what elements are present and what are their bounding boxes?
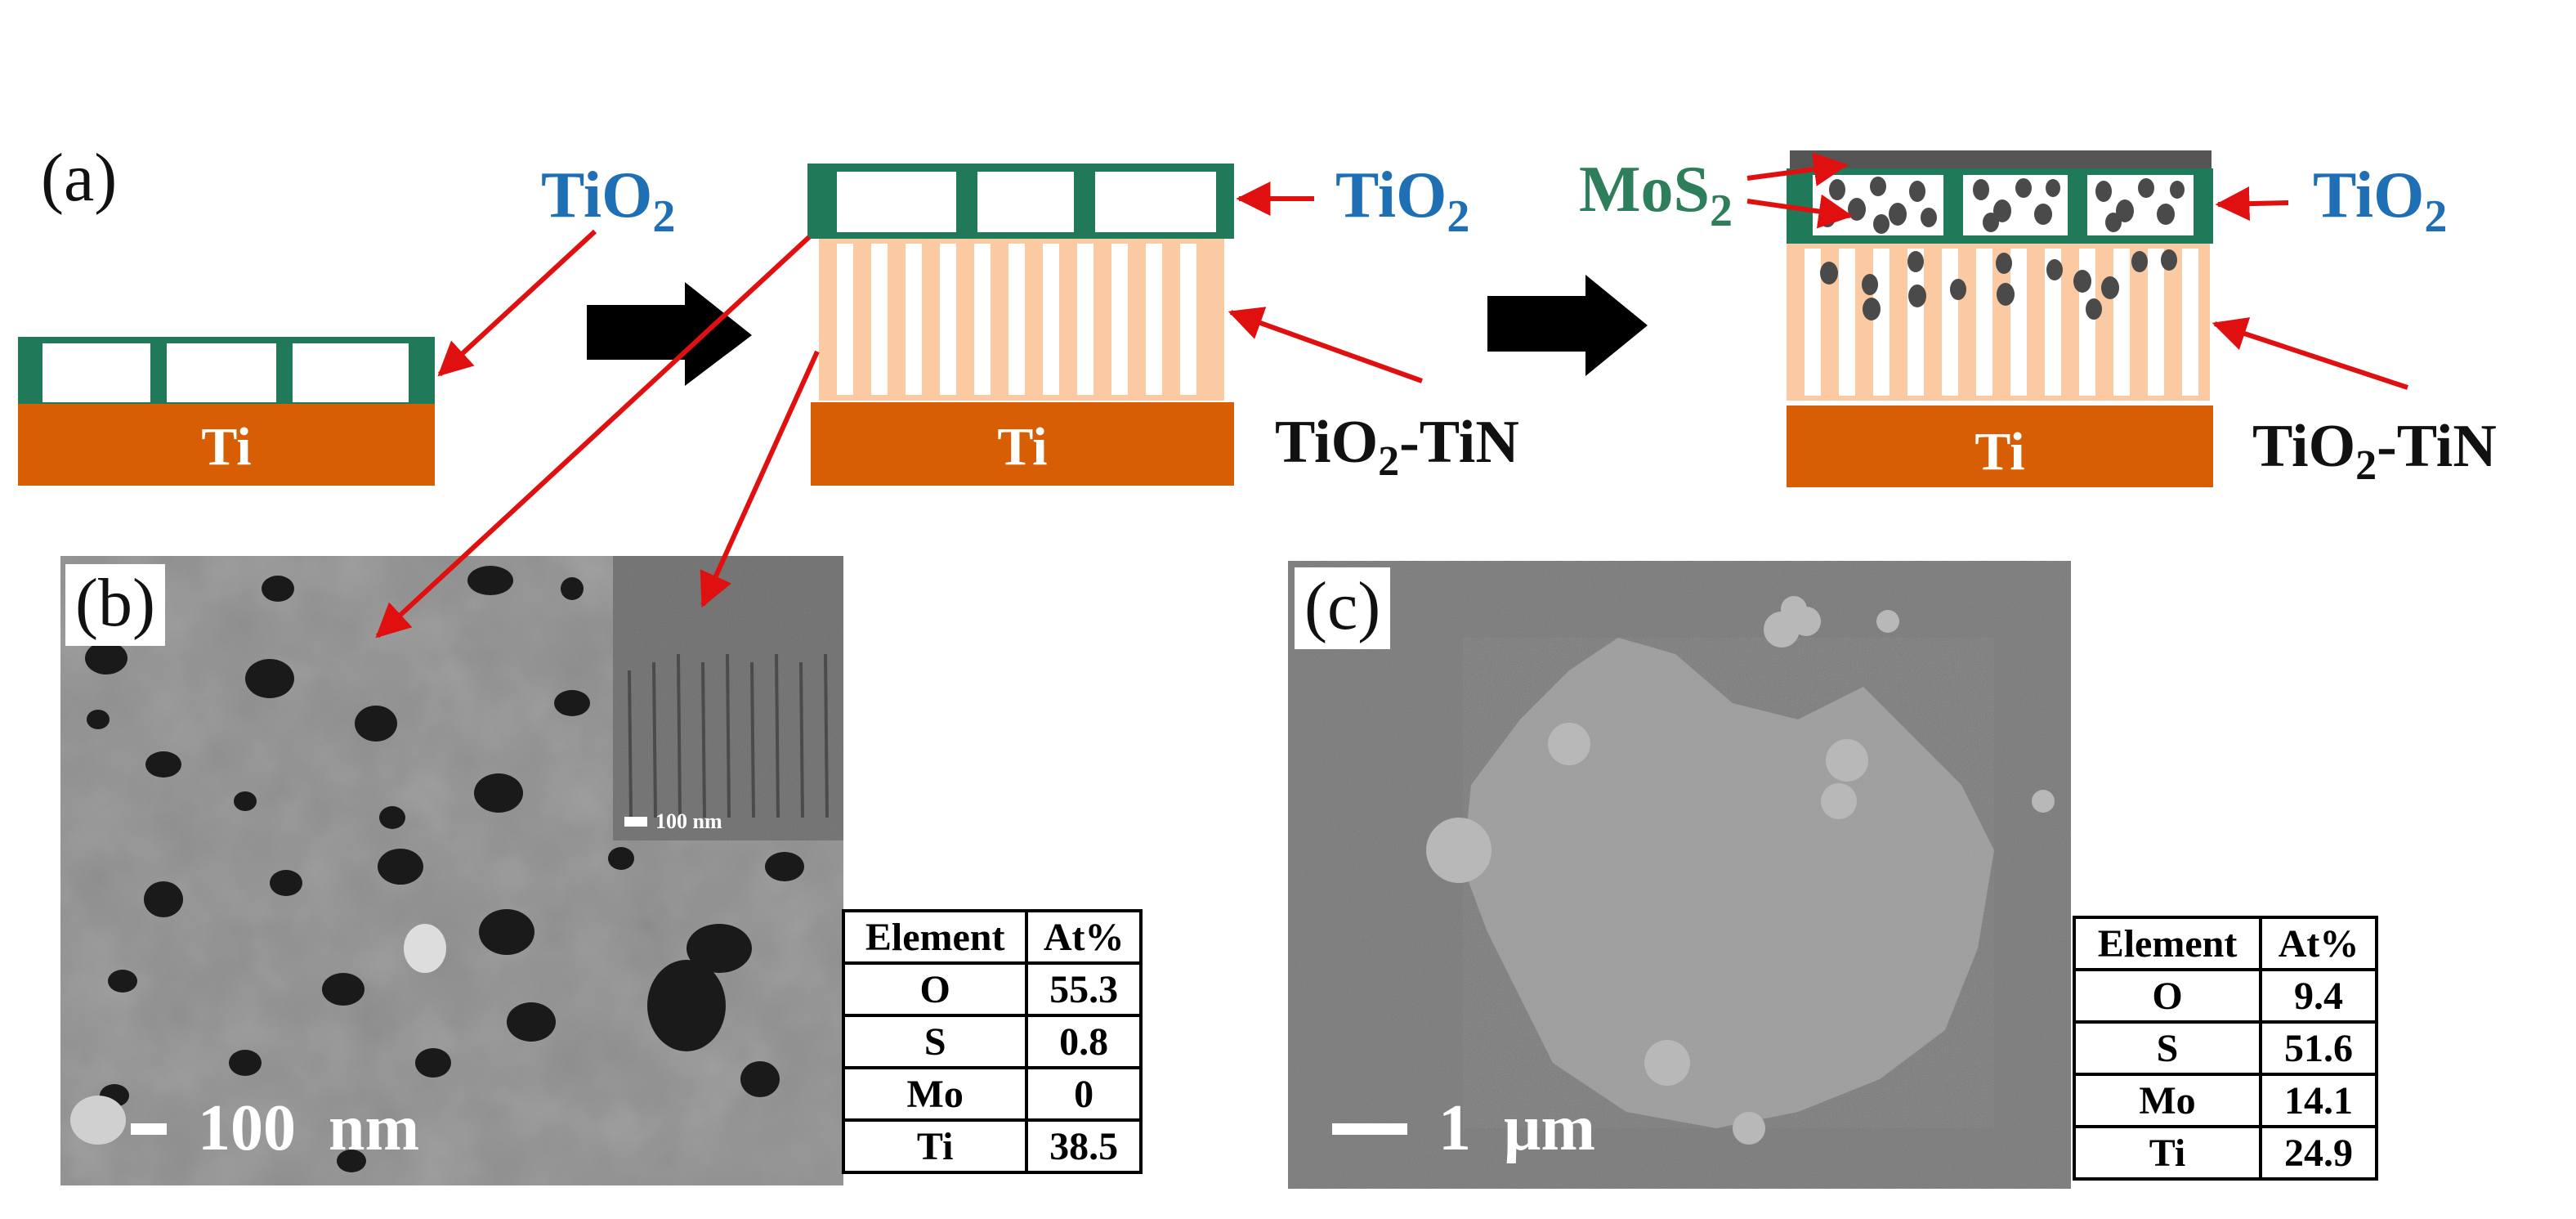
label-sub: 2 bbox=[2355, 442, 2377, 489]
table-row: S 0.8 bbox=[841, 1014, 1143, 1069]
table-cell: 55.3 bbox=[1025, 961, 1143, 1017]
tio2-label-stage2: TiO2 bbox=[1335, 159, 1469, 242]
table-cell: S bbox=[841, 1014, 1029, 1069]
table-row: Ti 38.5 bbox=[841, 1118, 1143, 1174]
scale-bar-line bbox=[624, 817, 647, 827]
scale-bar-line bbox=[131, 1123, 167, 1135]
stage3-structure: Ti bbox=[1787, 150, 2213, 487]
ti-substrate-stage1 bbox=[18, 402, 435, 486]
table-header-cell: Element bbox=[2072, 916, 2263, 971]
pore bbox=[977, 172, 1074, 232]
table-cell: Mo bbox=[2072, 1073, 2263, 1128]
pore bbox=[167, 343, 276, 402]
table-cell: O bbox=[841, 961, 1029, 1017]
table-cell: 38.5 bbox=[1025, 1118, 1143, 1174]
label-rest: -TiN bbox=[2377, 413, 2497, 480]
table-cell: Ti bbox=[841, 1118, 1029, 1174]
nanotube-gaps bbox=[1805, 249, 2198, 396]
mos2-top-layer bbox=[1790, 150, 2212, 168]
table-header-cell: At% bbox=[2259, 916, 2378, 971]
tio2-label-base: TiO bbox=[541, 159, 652, 231]
table-row: Ti 24.9 bbox=[2072, 1125, 2378, 1181]
inset-tube-lines bbox=[628, 653, 829, 818]
label-base: TiO bbox=[2252, 413, 2355, 480]
table-header-cell: At% bbox=[1025, 909, 1143, 965]
table-row: Mo 0 bbox=[841, 1066, 1143, 1122]
label-base: TiO bbox=[1275, 409, 1378, 476]
table-row: Mo 14.1 bbox=[2072, 1073, 2378, 1128]
sem-image-c bbox=[1288, 561, 2071, 1189]
panel-a-label: (a) bbox=[41, 140, 117, 216]
table-cell: 9.4 bbox=[2259, 968, 2378, 1024]
table-header-row: Element At% bbox=[2072, 916, 2378, 971]
pointer-arrow bbox=[375, 235, 812, 639]
scale-bar-text: 100 nm bbox=[655, 809, 722, 833]
tio2-label-base: TiO bbox=[1335, 159, 1447, 231]
ti-substrate-stage3 bbox=[1787, 406, 2213, 487]
ti-label-stage2: Ti bbox=[997, 417, 1047, 477]
table-row: O 9.4 bbox=[2072, 968, 2378, 1024]
stage2-structure: Ti bbox=[807, 164, 1234, 486]
eds-table-b: Element At% O 55.3 S 0.8 Mo 0 Ti 38.5 bbox=[841, 909, 1143, 1174]
tio2-label-sub: 2 bbox=[652, 191, 675, 242]
ti-substrate-stage2 bbox=[811, 402, 1234, 486]
ti-label-stage1: Ti bbox=[201, 417, 251, 477]
inset-scale-bar-b: 100 nm bbox=[624, 809, 722, 834]
table-header-cell: Element bbox=[841, 909, 1029, 965]
eds-table-c: Element At% O 9.4 S 51.6 Mo 14.1 Ti 24.9 bbox=[2072, 916, 2378, 1181]
mos2-label: MoS2 bbox=[1579, 154, 1733, 236]
pore bbox=[837, 172, 956, 232]
pointer-arrow bbox=[1228, 307, 1424, 383]
process-arrow-2 bbox=[1487, 275, 1648, 376]
label-base: MoS bbox=[1579, 154, 1710, 226]
panel-b-label: (b) bbox=[65, 564, 165, 646]
tio2-tin-label-stage3: TiO2-TiN bbox=[2252, 413, 2497, 489]
tio2-label-sub: 2 bbox=[1447, 191, 1469, 242]
table-header-row: Element At% bbox=[841, 909, 1143, 965]
label-sub: 2 bbox=[1378, 438, 1399, 485]
process-arrow-1 bbox=[587, 282, 752, 386]
table-cell: O bbox=[2072, 968, 2263, 1024]
pointer-arrow bbox=[2212, 317, 2408, 390]
table-row: O 55.3 bbox=[841, 961, 1143, 1017]
table-cell: Ti bbox=[2072, 1125, 2263, 1181]
stage1-structure: Ti bbox=[18, 337, 435, 486]
pore bbox=[42, 343, 150, 402]
sem-pores bbox=[85, 566, 804, 1172]
scale-bar-b: 100 nm bbox=[131, 1091, 419, 1166]
pointer-arrow bbox=[1746, 194, 1854, 229]
tio2-label-base: TiO bbox=[2313, 159, 2424, 231]
sem-image-b bbox=[60, 556, 843, 1185]
label-rest: -TiN bbox=[1399, 409, 1519, 476]
table-cell: S bbox=[2072, 1020, 2263, 1076]
panel-c-label: (c) bbox=[1295, 567, 1391, 649]
sem-nodules bbox=[1426, 596, 2055, 1145]
tio2-tin-label-stage2: TiO2-TiN bbox=[1275, 409, 1519, 485]
pore bbox=[1095, 172, 1216, 232]
table-cell: 0 bbox=[1025, 1066, 1143, 1122]
nanotube-gaps bbox=[837, 244, 1196, 395]
tio2-label-stage3: TiO2 bbox=[2313, 159, 2447, 242]
pointer-arrow bbox=[1746, 152, 1849, 186]
table-cell: 24.9 bbox=[2259, 1125, 2378, 1181]
scale-bar-text: 100 nm bbox=[198, 1092, 420, 1164]
pointer-arrow bbox=[2215, 186, 2289, 222]
pore bbox=[293, 343, 409, 402]
label-sub: 2 bbox=[1710, 186, 1733, 236]
tio2-label-sub: 2 bbox=[2424, 191, 2447, 242]
table-cell: 0.8 bbox=[1025, 1014, 1143, 1069]
pointer-arrow bbox=[437, 229, 597, 377]
table-cell: 14.1 bbox=[2259, 1073, 2378, 1128]
table-row: S 51.6 bbox=[2072, 1020, 2378, 1076]
ti-label-stage3: Ti bbox=[1974, 422, 2024, 482]
scale-bar-line bbox=[1332, 1123, 1407, 1135]
tio2-label-stage1: TiO2 bbox=[541, 159, 675, 242]
pointer-arrow bbox=[700, 350, 820, 608]
table-cell: 51.6 bbox=[2259, 1020, 2378, 1076]
scale-bar-c: 1 μm bbox=[1332, 1091, 1595, 1166]
scale-bar-text: 1 μm bbox=[1438, 1092, 1595, 1164]
table-cell: Mo bbox=[841, 1066, 1029, 1122]
